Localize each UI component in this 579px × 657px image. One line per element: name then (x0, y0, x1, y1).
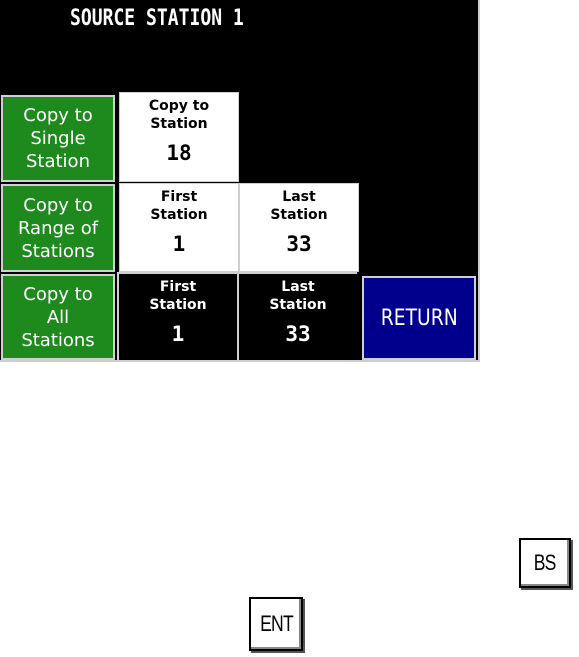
hmi-screen: SOURCE STATION 1 Copy to Single Station … (0, 0, 480, 362)
all-last-station-label: Last Station (239, 278, 357, 314)
range-first-station-value: 1 (120, 232, 238, 256)
backspace-key-label: BS (534, 550, 556, 576)
all-first-station-display: First Station 1 (117, 272, 237, 360)
copy-to-station-field[interactable]: Copy to Station 18 (119, 92, 239, 182)
range-last-station-value: 33 (240, 232, 358, 256)
copy-to-single-station-label: Copy to Single Station (23, 104, 92, 173)
copy-to-station-value: 18 (120, 141, 238, 165)
enter-key[interactable]: ENT (249, 597, 303, 651)
range-first-station-label: First Station (120, 188, 238, 224)
range-last-station-label: Last Station (240, 188, 358, 224)
return-label: RETURN (381, 306, 458, 331)
enter-key-label: ENT (260, 611, 293, 637)
copy-to-station-label: Copy to Station (120, 97, 238, 133)
all-last-station-display: Last Station 33 (237, 272, 357, 360)
backspace-key[interactable]: BS (519, 538, 571, 588)
copy-to-all-stations-button[interactable]: Copy to All Stations (1, 274, 115, 360)
screen-title: SOURCE STATION 1 (70, 6, 244, 31)
range-last-station-field[interactable]: Last Station 33 (239, 183, 359, 272)
all-first-station-value: 1 (119, 322, 237, 346)
return-button[interactable]: RETURN (362, 276, 476, 360)
range-first-station-field[interactable]: First Station 1 (119, 183, 239, 272)
copy-to-range-label: Copy to Range of Stations (18, 194, 98, 263)
all-first-station-label: First Station (119, 278, 237, 314)
copy-to-range-button[interactable]: Copy to Range of Stations (1, 184, 115, 272)
copy-to-single-station-button[interactable]: Copy to Single Station (1, 95, 115, 182)
all-last-station-value: 33 (239, 322, 357, 346)
copy-to-all-stations-label: Copy to All Stations (21, 283, 94, 352)
